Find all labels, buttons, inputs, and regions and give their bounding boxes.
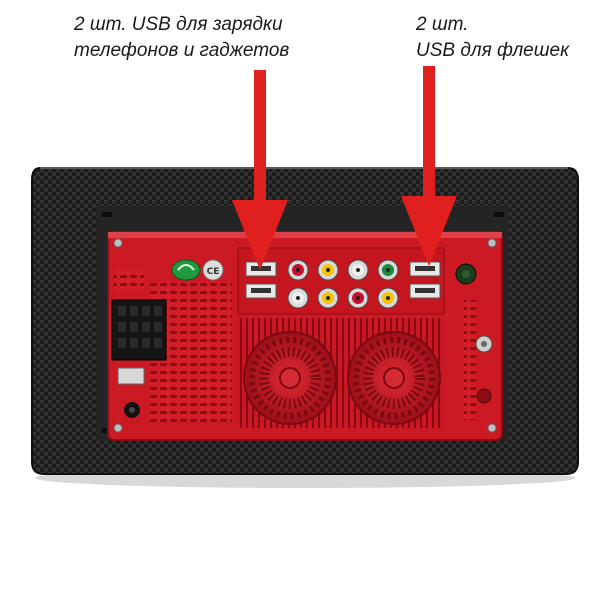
caption-line: USB для флешек xyxy=(416,40,570,61)
cooling-fan-icon xyxy=(243,331,337,425)
caption-line: телефонов и гаджетов xyxy=(74,40,290,61)
arrow-down-icon xyxy=(232,70,288,270)
caption-line: 2 шт. xyxy=(416,14,469,35)
rca-jack-icon xyxy=(287,259,309,281)
usb-flash-ports xyxy=(409,261,441,299)
vent-grid-top xyxy=(114,270,144,290)
rca-jack-icon xyxy=(317,287,339,309)
usb-port-icon xyxy=(409,261,441,277)
screws xyxy=(113,238,497,433)
svg-text:CE: CE xyxy=(207,267,220,277)
harness-connector xyxy=(111,299,167,361)
cooling-fan-icon xyxy=(347,331,441,425)
rca-jack-icon xyxy=(347,287,369,309)
caption-line: 2 шт. USB для зарядки xyxy=(74,14,283,35)
usb-charging-ports xyxy=(245,261,277,299)
port-block xyxy=(237,247,445,315)
arrow-down-icon xyxy=(401,66,457,266)
small-connector xyxy=(117,367,145,385)
right-connectors xyxy=(455,263,493,420)
caption-charging-usb: 2 шт. USB для зарядки телефонов и гаджет… xyxy=(74,12,289,64)
ce-mark: CE xyxy=(202,259,224,281)
caption-flash-usb: 2 шт. USB для флешек xyxy=(416,12,569,64)
rca-jack-icon xyxy=(347,259,369,281)
rca-jack-icon xyxy=(377,287,399,309)
usb-port-icon xyxy=(409,283,441,299)
rca-jacks xyxy=(287,259,399,309)
rca-jack-icon xyxy=(377,259,399,281)
rca-jack-icon xyxy=(317,259,339,281)
rca-jack-icon xyxy=(287,287,309,309)
recycle-badge xyxy=(171,259,201,281)
usb-port-icon xyxy=(245,283,277,299)
audio-jack xyxy=(124,402,140,418)
